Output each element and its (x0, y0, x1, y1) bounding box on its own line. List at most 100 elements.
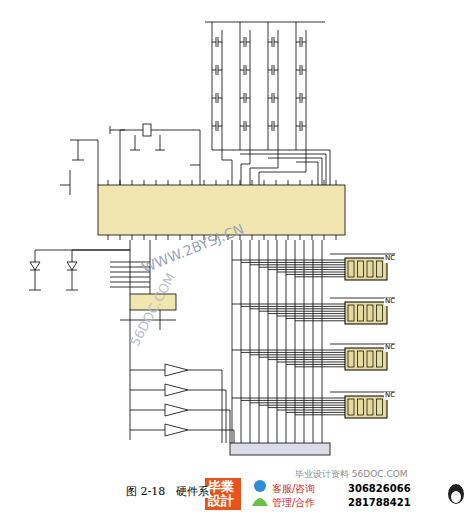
wire (250, 402, 345, 403)
wire (180, 180, 181, 185)
wire (160, 310, 161, 330)
wire (218, 98, 222, 99)
wire (240, 22, 241, 150)
wire (192, 235, 193, 240)
wire (259, 172, 260, 185)
wire (322, 158, 323, 185)
wire (302, 98, 306, 99)
wire (250, 168, 278, 169)
wire (232, 260, 345, 261)
wire (72, 250, 73, 262)
wire (72, 160, 84, 161)
qq-icon (448, 484, 464, 504)
digit-segment (348, 305, 354, 321)
seven-segment-display (345, 396, 387, 418)
wire (250, 264, 345, 265)
wire (272, 65, 273, 75)
pin-name: NC (384, 298, 396, 306)
wire (98, 140, 99, 185)
pin-name: NC (384, 255, 396, 263)
wire (244, 93, 245, 103)
wire (232, 160, 233, 185)
wire (240, 70, 244, 71)
wire (277, 362, 345, 363)
wire (268, 98, 272, 99)
wire (268, 42, 272, 43)
crystal (143, 124, 151, 136)
digit-segment (358, 261, 364, 277)
wire (318, 162, 319, 185)
buffer-symbol (165, 384, 188, 396)
wire (306, 30, 307, 172)
wire (29, 290, 41, 291)
wire (130, 430, 165, 431)
wire (277, 410, 345, 411)
wire (190, 165, 200, 166)
wire (377, 359, 383, 360)
wire (274, 98, 278, 99)
wire (228, 180, 229, 185)
wire (240, 154, 326, 155)
wire (312, 180, 313, 185)
wire (377, 269, 383, 270)
led-symbol (67, 262, 77, 270)
digit-segment (367, 305, 373, 321)
wire (367, 359, 373, 360)
logo-person (254, 480, 266, 492)
wire (268, 359, 345, 360)
wire (232, 398, 345, 399)
wire (130, 370, 165, 371)
wire (216, 180, 217, 185)
caption: 图 2-18 硬件系 (125, 486, 210, 498)
wire (324, 180, 325, 185)
wire (268, 126, 272, 127)
wire (252, 235, 253, 240)
wire (204, 180, 205, 185)
wire (70, 170, 71, 195)
wire (268, 407, 345, 408)
digit-segment (377, 261, 383, 277)
wire (286, 412, 345, 413)
wire (240, 180, 241, 185)
wire (300, 93, 301, 103)
wire (377, 313, 383, 314)
wire (130, 410, 165, 411)
wire (268, 240, 269, 443)
wire (277, 316, 345, 317)
wire (367, 313, 373, 314)
wire (212, 70, 216, 71)
wire (130, 390, 165, 391)
wire (272, 37, 273, 47)
wire (240, 126, 244, 127)
wire (120, 130, 200, 131)
wire (296, 126, 300, 127)
wire (218, 126, 222, 127)
buffer-symbol (165, 364, 188, 376)
wire (241, 352, 345, 353)
wire (300, 37, 301, 47)
wire (188, 430, 234, 431)
wire (130, 310, 131, 440)
wire (135, 135, 136, 150)
logo-box (205, 478, 241, 510)
digit-segment (367, 399, 373, 415)
wire (130, 150, 140, 151)
wire (212, 150, 330, 151)
digit-segment (367, 351, 373, 367)
wire (222, 160, 232, 161)
wire (144, 235, 145, 240)
wire (276, 235, 277, 240)
wire (286, 364, 345, 365)
wire (35, 250, 130, 251)
wire (168, 235, 169, 240)
wire (367, 407, 373, 408)
wire (259, 357, 345, 358)
wire (288, 235, 289, 240)
wire (241, 400, 345, 401)
wire (268, 269, 345, 270)
wire (108, 235, 109, 240)
wire (295, 366, 345, 367)
digit-segment (377, 399, 383, 415)
wire (264, 180, 265, 185)
